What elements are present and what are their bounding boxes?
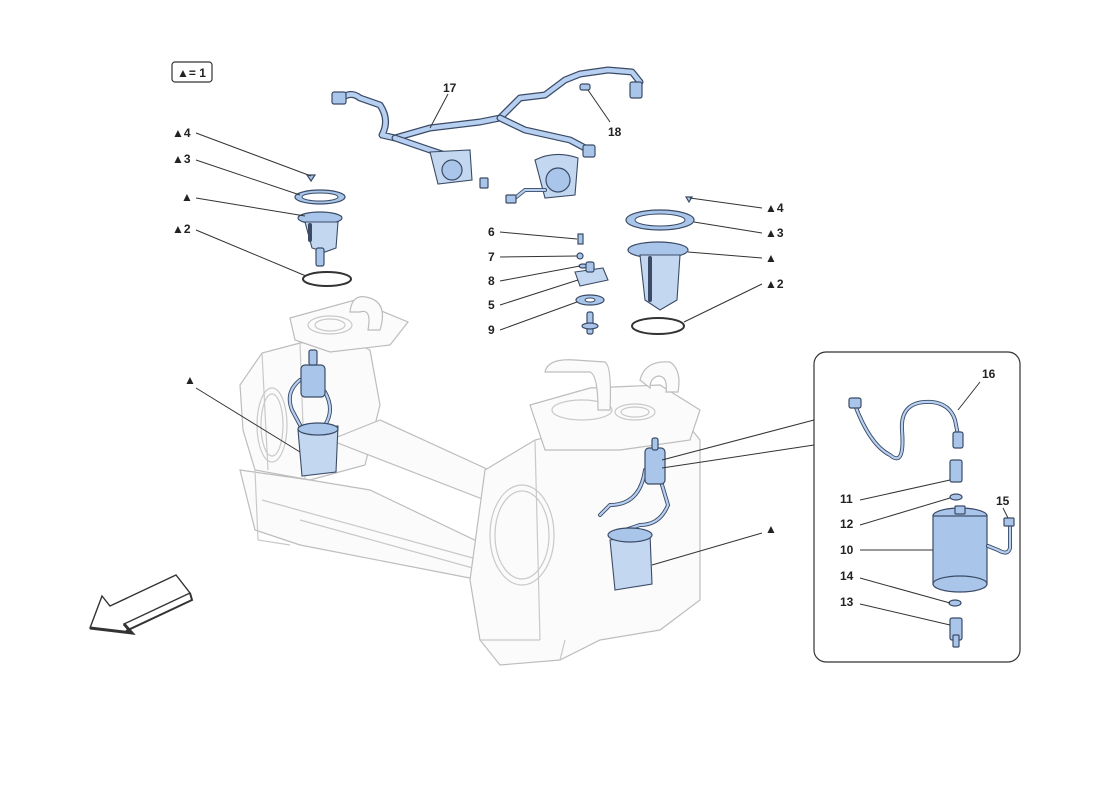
callout-right-tri3: ▲3 bbox=[765, 226, 784, 240]
right-pump-module bbox=[625, 196, 695, 335]
callout-7: 7 bbox=[488, 250, 495, 264]
callout-17: 17 bbox=[443, 81, 457, 95]
callout-6: 6 bbox=[488, 225, 495, 239]
callout-tank-left-tri: ▲ bbox=[184, 373, 196, 387]
fuel-hose-assembly-17 bbox=[331, 66, 644, 204]
callout-13: 13 bbox=[840, 595, 854, 609]
callout-right-tri4: ▲4 bbox=[765, 201, 784, 215]
callout-16: 16 bbox=[982, 367, 996, 381]
callout-14: 14 bbox=[840, 569, 854, 583]
callout-left-tri: ▲ bbox=[181, 190, 193, 204]
callout-12: 12 bbox=[840, 517, 854, 531]
callout-right-tri2: ▲2 bbox=[765, 277, 784, 291]
callout-left-tri2: ▲2 bbox=[172, 222, 191, 236]
callout-labels: 17 18 ▲4 ▲3 ▲ ▲2 ▲4 ▲3 ▲ ▲2 6 7 8 5 9 ▲ … bbox=[172, 81, 1010, 609]
callout-9: 9 bbox=[488, 323, 495, 337]
left-tank-pump bbox=[287, 349, 339, 477]
callout-15: 15 bbox=[996, 494, 1010, 508]
callout-5: 5 bbox=[488, 298, 495, 312]
left-pump-module bbox=[294, 174, 352, 287]
callout-left-tri4: ▲4 bbox=[172, 126, 191, 140]
callout-left-tri3: ▲3 bbox=[172, 152, 191, 166]
callout-right-tri: ▲ bbox=[765, 251, 777, 265]
front-direction-arrow bbox=[89, 574, 194, 635]
sender-parts bbox=[574, 233, 609, 335]
legend-box: ▲= 1 bbox=[171, 61, 213, 83]
callout-10: 10 bbox=[840, 543, 854, 557]
detail-inset bbox=[661, 351, 1021, 663]
callout-11: 11 bbox=[840, 492, 853, 506]
leader-lines bbox=[195, 89, 1009, 626]
callout-8: 8 bbox=[488, 274, 495, 288]
legend-text: ▲= 1 bbox=[177, 66, 206, 80]
callout-tank-right-tri: ▲ bbox=[765, 522, 777, 536]
callout-18: 18 bbox=[608, 125, 622, 139]
right-tank-pump bbox=[598, 437, 671, 591]
